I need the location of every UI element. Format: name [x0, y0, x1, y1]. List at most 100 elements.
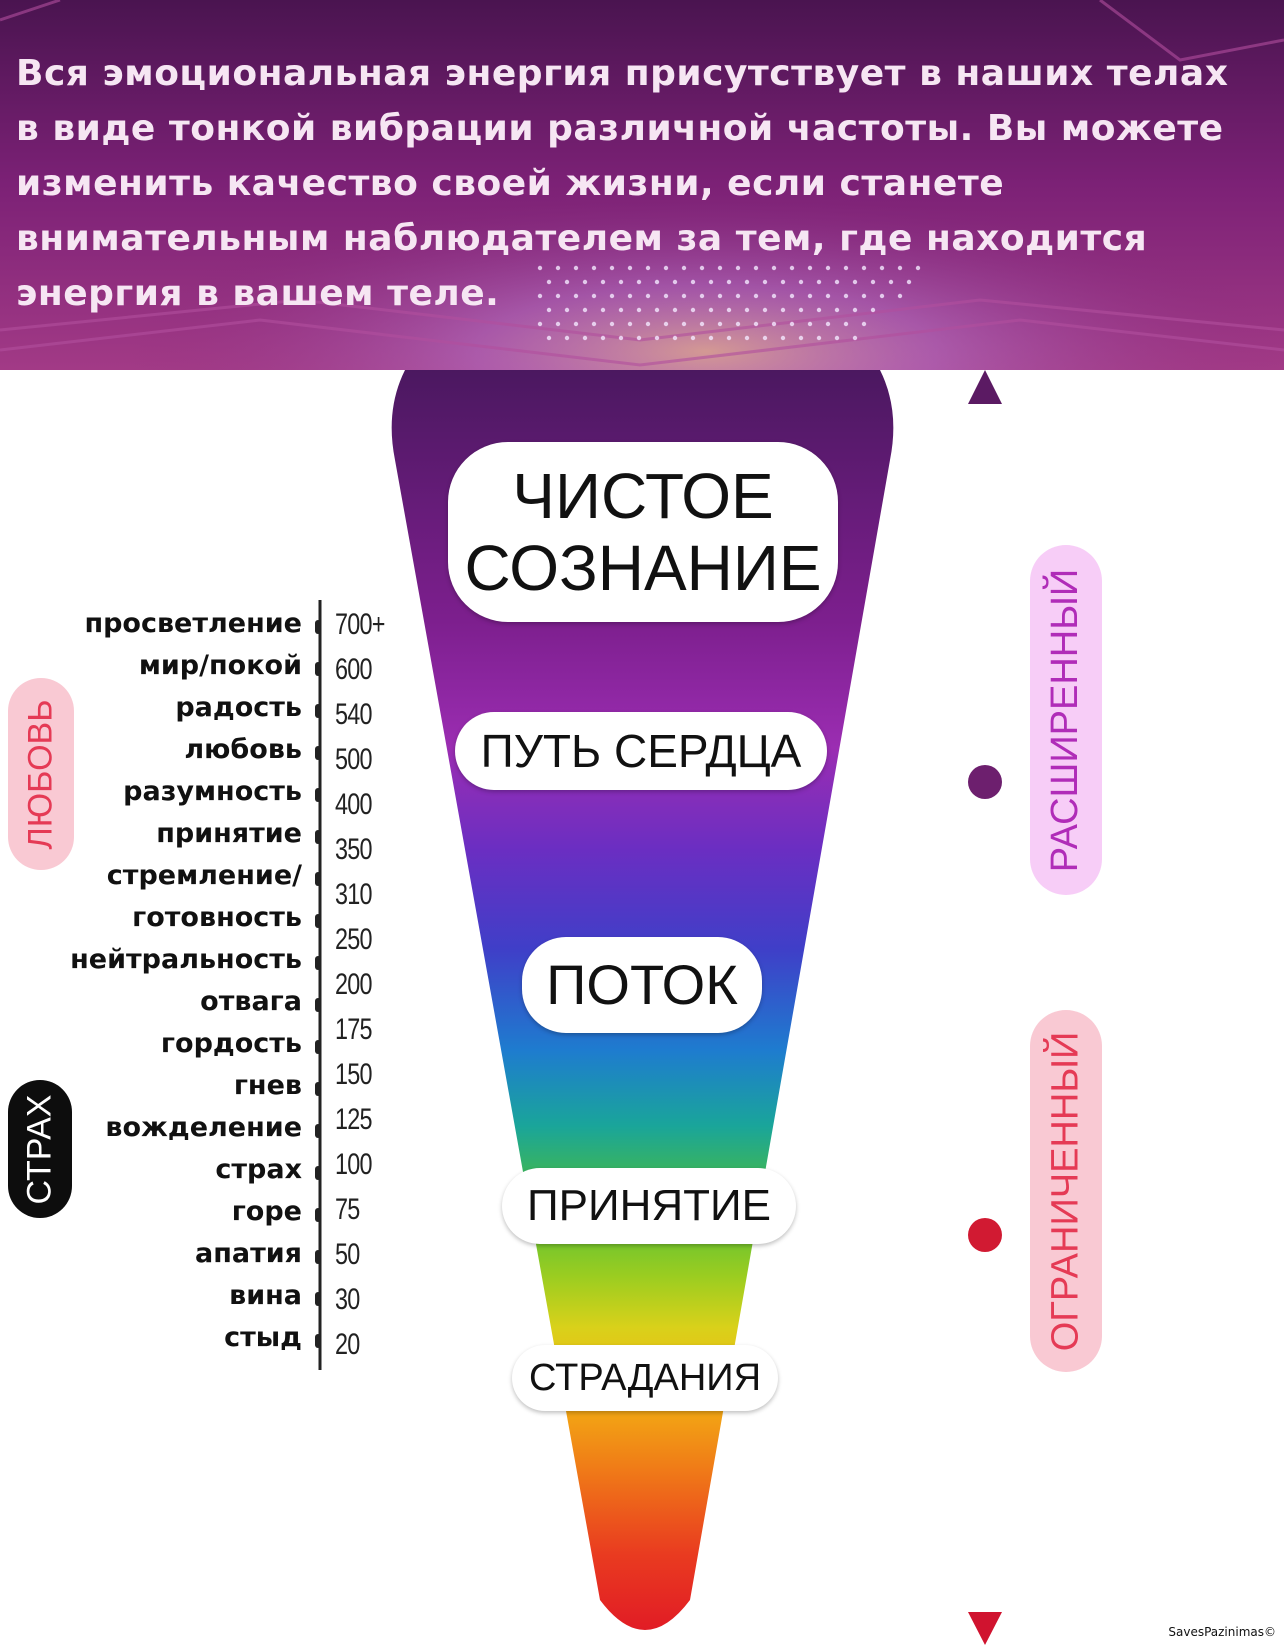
- header-dot: [555, 321, 561, 327]
- header-dot: [753, 265, 759, 271]
- header-dot: [546, 279, 552, 285]
- header-dot: [744, 307, 750, 313]
- limited-marker-dot: [968, 1218, 1002, 1252]
- level-value: 20: [335, 1328, 360, 1361]
- level-tick: [315, 704, 321, 718]
- header-dot: [537, 321, 543, 327]
- header-dot: [681, 293, 687, 299]
- header-dot: [744, 279, 750, 285]
- level-tick: [315, 662, 321, 676]
- level-tick: [315, 1292, 321, 1306]
- header-line: энергия в вашем теле.: [16, 273, 500, 314]
- header-dot: [582, 307, 588, 313]
- header-dot: [717, 265, 723, 271]
- header-dot: [897, 293, 903, 299]
- header-dot: [672, 335, 678, 341]
- header-dot: [843, 265, 849, 271]
- header-dot: [816, 307, 822, 313]
- header-dot: [816, 279, 822, 285]
- stage-suffering: СТРАДАНИЯ: [512, 1345, 778, 1411]
- stage-pure-line1: ЧИСТОЕ: [512, 460, 774, 532]
- header-dot: [726, 279, 732, 285]
- header-dot: [654, 307, 660, 313]
- header-dot: [699, 265, 705, 271]
- level-value: 350: [335, 833, 372, 866]
- header-dot: [663, 321, 669, 327]
- header-dot: [708, 307, 714, 313]
- level-label: нейтральность: [70, 944, 302, 975]
- header-dot: [690, 307, 696, 313]
- level-label: апатия: [195, 1238, 302, 1269]
- level-label: гнев: [233, 1070, 302, 1101]
- header-dot: [834, 335, 840, 341]
- level-label: страх: [215, 1154, 302, 1185]
- level-value: 600: [335, 653, 372, 686]
- header-dot: [825, 293, 831, 299]
- stage-pure-line2: СОЗНАНИЕ: [464, 532, 822, 604]
- header-dot: [780, 279, 786, 285]
- level-label: стремление/: [106, 860, 302, 891]
- level-label: мир/покой: [138, 650, 302, 681]
- level-label: отвага: [200, 986, 302, 1017]
- header-dot: [564, 307, 570, 313]
- stage-acceptance: ПРИНЯТИЕ: [502, 1168, 796, 1244]
- header-dot: [816, 335, 822, 341]
- header-dot: [780, 307, 786, 313]
- header-dot: [771, 321, 777, 327]
- expanded-pill: РАСШИРЕННЫЙ: [1030, 545, 1102, 895]
- stage-acceptance-label: ПРИНЯТИЕ: [527, 1181, 771, 1230]
- stage-flow: ПОТОК: [522, 937, 762, 1033]
- header-dot: [789, 321, 795, 327]
- header-dot: [825, 265, 831, 271]
- level-tick: [315, 1040, 321, 1054]
- header-dot: [690, 279, 696, 285]
- header-dot: [654, 335, 660, 341]
- header-dot: [753, 293, 759, 299]
- level-label: вожделение: [105, 1112, 302, 1143]
- header-dot: [852, 279, 858, 285]
- header-dot: [798, 335, 804, 341]
- level-tick: [315, 1334, 321, 1348]
- header-dot: [627, 321, 633, 327]
- header-dot: [861, 265, 867, 271]
- level-label: принятие: [156, 818, 302, 849]
- header-dot: [843, 293, 849, 299]
- header-dot: [618, 307, 624, 313]
- header-text: Вся эмоциональная энергия присутствует в…: [16, 46, 1266, 321]
- header-dot: [600, 279, 606, 285]
- level-label: радость: [175, 692, 302, 723]
- header-dot: [645, 321, 651, 327]
- level-tick: [315, 1082, 321, 1096]
- limited-pill: ОГРАНИЧЕННЫЙ: [1030, 1010, 1102, 1372]
- header-dot: [762, 307, 768, 313]
- header-dot: [564, 279, 570, 285]
- header-dot: [690, 335, 696, 341]
- header-dot: [852, 335, 858, 341]
- header-dot: [537, 265, 543, 271]
- love-label: ЛЮБОВЬ: [21, 698, 60, 850]
- level-value: 200: [335, 968, 372, 1001]
- header-dot: [744, 335, 750, 341]
- arrow-up-icon: [968, 370, 1002, 404]
- header-line: изменить качество своей жизни, если стан…: [16, 163, 1005, 204]
- header-dot: [699, 321, 705, 327]
- header-dot: [717, 321, 723, 327]
- level-label: стыд: [224, 1322, 302, 1353]
- header-dot: [537, 293, 543, 299]
- header-background: [0, 0, 1284, 370]
- header-dot: [708, 335, 714, 341]
- level-value: 100: [335, 1148, 372, 1181]
- level-tick: [315, 746, 321, 760]
- stage-heart-label: ПУТЬ СЕРДЦА: [480, 725, 802, 777]
- level-value: 150: [335, 1058, 372, 1091]
- header-dot: [798, 307, 804, 313]
- header-dot: [609, 321, 615, 327]
- header-dot: [825, 321, 831, 327]
- header-dot: [771, 265, 777, 271]
- header-dot: [726, 335, 732, 341]
- stage-suffering-label: СТРАДАНИЯ: [528, 1357, 762, 1399]
- level-value: 30: [335, 1283, 360, 1316]
- header-dot: [636, 307, 642, 313]
- level-tick: [315, 830, 321, 844]
- header-line: в виде тонкой вибрации различной частоты…: [16, 108, 1224, 149]
